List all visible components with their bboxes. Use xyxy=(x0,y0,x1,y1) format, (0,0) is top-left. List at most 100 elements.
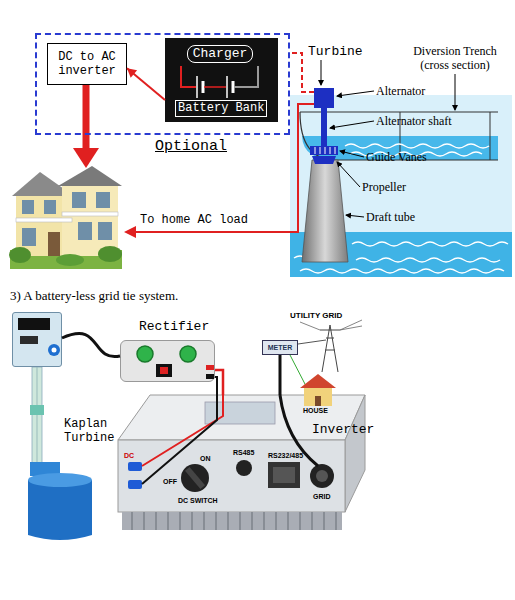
inverter-picture xyxy=(310,464,334,488)
house-picture xyxy=(96,192,110,208)
inverter-picture xyxy=(236,460,252,476)
port-label: DC xyxy=(124,452,134,459)
section-heading: 3) A battery-less grid tie system. xyxy=(10,288,178,304)
control-box-parts xyxy=(20,336,38,344)
control-box-parts xyxy=(18,318,50,330)
node-subtext: Battery Bank xyxy=(175,100,267,117)
house-picture xyxy=(9,166,122,269)
inverter-picture xyxy=(181,464,209,492)
port-label: RS485 xyxy=(233,449,254,456)
inverter-picture xyxy=(185,467,205,489)
battery-symbol xyxy=(196,76,198,98)
leader-line xyxy=(321,60,322,85)
switch-label: DC SWITCH xyxy=(178,497,218,504)
inverter-device: Inverter xyxy=(115,395,367,532)
kaplan-turbine-picture xyxy=(28,480,92,540)
meter-box: METER xyxy=(262,340,298,355)
water-scene xyxy=(345,144,489,148)
house-picture xyxy=(62,212,118,216)
water-scene xyxy=(312,156,336,164)
rectifier-controls xyxy=(180,346,196,362)
leader-line xyxy=(321,60,455,217)
inverter-picture xyxy=(273,467,295,483)
node-text: Charger xyxy=(187,45,253,63)
house-picture xyxy=(22,200,34,214)
house-picture xyxy=(98,222,112,240)
part-name: Alternator xyxy=(376,84,425,99)
water-scene xyxy=(290,95,512,277)
kaplan-turbine-picture xyxy=(32,367,42,467)
water-scene xyxy=(302,160,348,262)
kaplan-turbine-picture xyxy=(37,367,38,467)
power-arrow xyxy=(83,85,90,150)
rectifier-controls xyxy=(206,374,214,379)
connector-line xyxy=(279,355,282,395)
inverter-picture xyxy=(122,512,342,530)
connector xyxy=(215,370,223,395)
part-name: Diversion Trench (cross section) xyxy=(402,44,508,72)
arrow-head xyxy=(127,68,137,78)
utility-grid-picture xyxy=(315,396,321,406)
connector-line xyxy=(127,68,165,100)
battery-symbol xyxy=(204,86,226,88)
house-picture xyxy=(56,254,84,266)
utility-grid-picture xyxy=(290,355,306,386)
battery-symbol xyxy=(226,76,228,98)
cable xyxy=(142,377,217,484)
connector-line xyxy=(215,370,223,395)
switch-label: OFF xyxy=(163,478,177,485)
switch-label: ON xyxy=(200,455,211,462)
part-name: Guide Vanes xyxy=(366,150,427,165)
control-box-parts xyxy=(52,348,57,353)
part-name: Propeller xyxy=(362,180,406,195)
port-label: RS232/485 xyxy=(268,452,303,459)
utility-grid-picture xyxy=(304,388,332,406)
connector xyxy=(280,355,281,395)
kaplan-turbine-picture xyxy=(28,473,92,487)
leader-line xyxy=(337,162,360,187)
connector xyxy=(127,68,165,100)
leader-line xyxy=(455,74,456,110)
control-box-parts xyxy=(48,344,60,356)
inverter-picture xyxy=(132,512,336,530)
node-text: Kaplan Turbine xyxy=(64,417,122,445)
utility-grid-picture xyxy=(298,340,326,344)
water-scene xyxy=(352,242,508,246)
power-arrow xyxy=(73,148,99,168)
house-picture xyxy=(22,228,36,246)
house-picture xyxy=(16,218,72,222)
kaplan-turbine-picture xyxy=(30,405,44,415)
node-text: Inverter xyxy=(312,422,374,437)
water-scene xyxy=(300,269,504,273)
ac-load-line xyxy=(134,104,314,232)
utility-grid-picture xyxy=(320,325,340,372)
house-picture xyxy=(44,200,56,214)
port-label: GRID xyxy=(313,493,331,500)
leader-line xyxy=(330,121,374,128)
inverter-picture xyxy=(268,462,300,488)
line-label: To home AC load xyxy=(140,213,248,227)
rectifier-controls xyxy=(156,364,172,377)
house-picture xyxy=(78,222,92,240)
rectifier-controls xyxy=(206,365,214,370)
water-scene xyxy=(490,112,491,160)
rectifier-controls xyxy=(160,367,168,374)
leader-line xyxy=(346,215,364,217)
alternator-block: Turbine xyxy=(314,88,334,108)
inverter-picture xyxy=(118,395,365,530)
cable xyxy=(142,377,318,484)
inverter-box: DC to AC inverter xyxy=(47,43,127,85)
inverter-picture xyxy=(345,395,365,512)
water-scene xyxy=(290,95,512,277)
house-label: HOUSE xyxy=(303,407,328,414)
node-text: Optional xyxy=(155,138,227,155)
optional-group: OptionalDC to AC inverterChargerBattery … xyxy=(35,33,290,135)
connector xyxy=(62,333,120,356)
leader-line xyxy=(340,151,364,157)
house-picture xyxy=(98,246,122,262)
inverter-picture xyxy=(316,470,328,482)
node-text: DC to AC inverter xyxy=(48,50,126,78)
part-name: Draft tube xyxy=(366,210,415,225)
rectifier-controls xyxy=(137,346,153,362)
water-scene xyxy=(356,258,500,262)
